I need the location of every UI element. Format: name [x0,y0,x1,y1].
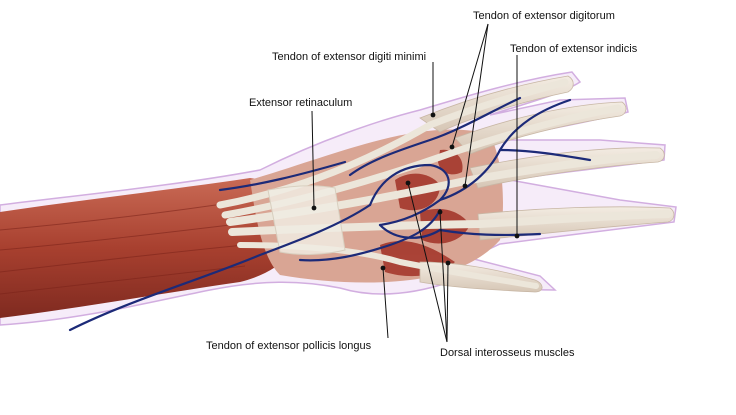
leader-extensor-digitorum-1 [451,23,489,148]
label-dorsal-interosseus: Dorsal interosseus muscles [440,347,575,359]
extensor-retinaculum-band [267,185,346,255]
label-extensor-indicis: Tendon of extensor indicis [510,43,638,55]
label-extensor-digiti-minimi: Tendon of extensor digiti minimi [272,51,427,63]
label-extensor-pollicis-longus: Tendon of extensor pollicis longus [206,340,372,352]
dot-dorsal-interosseus-3 [445,260,451,266]
dot-extensor-digiti-minimi [430,112,436,118]
dorsal-veins [68,96,592,332]
dot-extensor-digitorum-1 [449,144,455,150]
label-extensor-retinaculum: Extensor retinaculum [249,97,353,109]
dot-extensor-digitorum-2 [462,183,468,189]
leader-lines [311,23,518,343]
leader-extensor-digitorum-2 [464,23,489,187]
dot-dorsal-interosseus-1 [405,180,411,186]
leader-extensor-pollicis-longus [382,267,389,339]
label-extensor-digitorum: Tendon of extensor digitorum [473,10,615,22]
leader-extensor-retinaculum [311,110,315,209]
dot-extensor-retinaculum [311,205,317,211]
leader-dorsal-interosseus-3 [446,262,449,343]
leader-dots [311,112,520,271]
dot-extensor-indicis [514,233,520,239]
dot-dorsal-interosseus-2 [437,209,443,215]
leader-dorsal-interosseus-1 [407,182,448,343]
dot-extensor-pollicis-longus [380,265,386,271]
leader-dorsal-interosseus-2 [439,211,448,343]
